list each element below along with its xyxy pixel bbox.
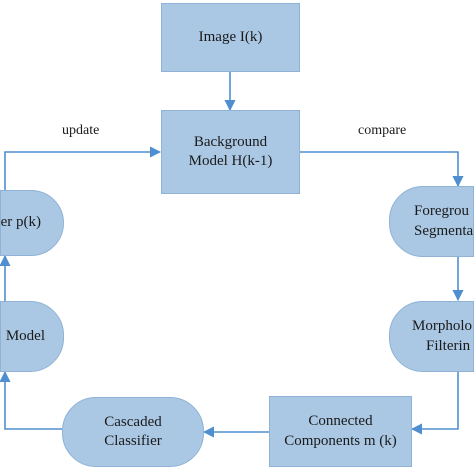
image-node-label: Image I(k) xyxy=(198,28,263,45)
morph-label-1: Morpholo xyxy=(412,318,472,334)
foreground-label-1: Foregrou xyxy=(414,203,469,219)
update-label: update xyxy=(62,123,100,138)
compare-label: compare xyxy=(358,123,407,138)
morph-label-2: Filterin xyxy=(426,337,471,354)
background-model-label-1: Background xyxy=(193,133,268,150)
edge-cascaded-to-model xyxy=(0,370,62,430)
image-node: Image I(k) xyxy=(161,3,300,72)
foreground-label-2: Segmenta xyxy=(414,222,474,239)
connected-label-2: Components m (k) xyxy=(284,432,397,449)
edge-update xyxy=(4,146,162,190)
connected-components-node: Connected Components m (k) xyxy=(269,396,412,467)
model-node: Model xyxy=(0,301,64,372)
foreground-segmentation-node: Foregrou Segmenta xyxy=(389,186,474,257)
background-model-label-2: Model H(k-1) xyxy=(188,153,273,169)
edge-compare xyxy=(300,151,464,188)
connected-label-1: Connected xyxy=(308,413,373,429)
morphological-filtering-node: Morpholo Filterin xyxy=(389,301,474,372)
edge-morph-to-connected xyxy=(410,372,459,435)
model-label: Model xyxy=(5,327,45,344)
cascaded-label-1: Cascaded xyxy=(104,413,162,430)
updater-label: er p(k) xyxy=(0,214,41,231)
updater-node: er p(k) xyxy=(0,190,64,256)
cascaded-label-2: Classifier xyxy=(104,433,162,449)
background-model-node: Background Model H(k-1) xyxy=(161,110,300,194)
cascaded-classifier-node: Cascaded Classifier xyxy=(62,397,204,467)
